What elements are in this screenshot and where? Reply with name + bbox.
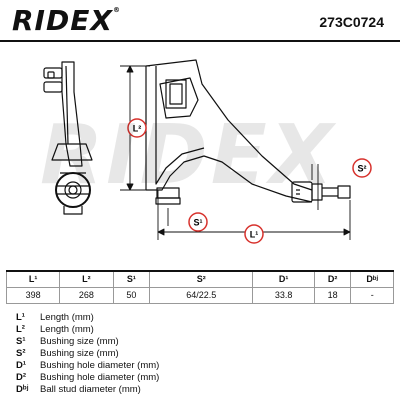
- top-view: [145, 59, 351, 205]
- legend-item: S² Bushing size (mm): [16, 347, 386, 359]
- legend-item: L² Length (mm): [16, 323, 386, 335]
- legend-text: Ball stud diameter (mm): [40, 383, 141, 395]
- header-cell-s1: S¹: [112, 270, 151, 288]
- legend-symbol: Dᵇʲ: [16, 383, 29, 395]
- ball-joint-outline: [55, 172, 91, 208]
- header-cell-d1: D¹: [252, 270, 315, 288]
- legend-symbol: D¹: [16, 359, 27, 371]
- legend-text: Bushing hole diameter (mm): [40, 371, 160, 383]
- side-view: [43, 61, 93, 215]
- value-cell-s2: 64/22.5: [149, 286, 254, 304]
- label-l2-badge: L²: [127, 118, 147, 138]
- legend-symbol: S¹: [16, 335, 26, 347]
- label-s2-badge: S²: [352, 158, 372, 178]
- technical-drawing: L² S¹ L¹ S²: [0, 44, 400, 266]
- header-cell-l1: L¹: [5, 270, 61, 288]
- legend-text: Bushing hole diameter (mm): [40, 359, 160, 371]
- legend-item: D² Bushing hole diameter (mm): [16, 371, 386, 383]
- dimension-legend: L¹ Length (mm) L² Length (mm) S¹ Bushing…: [16, 311, 386, 395]
- legend-text: Bushing size (mm): [40, 335, 119, 347]
- registered-mark: ®: [112, 6, 121, 14]
- legend-item: D¹ Bushing hole diameter (mm): [16, 359, 386, 371]
- header: RIDEX® 273C0724: [0, 0, 400, 42]
- spec-table-header-row: L¹ L² S¹ S² D¹ D² Dᵇʲ: [5, 270, 394, 288]
- brand-logo: RIDEX®: [12, 4, 121, 37]
- label-l1-badge: L¹: [244, 224, 264, 244]
- legend-symbol: S²: [16, 347, 26, 359]
- label-l2: L²: [133, 124, 142, 134]
- value-cell-d2: 18: [313, 286, 352, 304]
- header-cell-l2: L²: [59, 270, 114, 288]
- header-cell-dbj: Dᵇʲ: [350, 270, 394, 288]
- legend-item: L¹ Length (mm): [16, 311, 386, 323]
- brand-logo-text: RIDEX: [12, 4, 113, 37]
- legend-item: Dᵇʲ Ball stud diameter (mm): [16, 383, 386, 395]
- spec-table: L¹ L² S¹ S² D¹ D² Dᵇʲ 398 268 50 64/22.5…: [5, 270, 394, 304]
- value-cell-l2: 268: [59, 286, 114, 304]
- legend-text: Length (mm): [40, 311, 94, 323]
- value-cell-s1: 50: [112, 286, 151, 304]
- value-cell-l1: 398: [5, 286, 61, 304]
- legend-symbol: L¹: [16, 311, 25, 323]
- header-cell-d2: D²: [313, 270, 352, 288]
- part-number: 273C0724: [319, 14, 384, 30]
- control-arm-drawing: L² S¹ L¹ S²: [43, 59, 372, 244]
- dimension-lines: [120, 65, 351, 240]
- label-s2: S²: [358, 164, 367, 174]
- legend-item: S¹ Bushing size (mm): [16, 335, 386, 347]
- label-l1: L¹: [250, 230, 259, 240]
- legend-text: Bushing size (mm): [40, 347, 119, 359]
- legend-symbol: D²: [16, 371, 27, 383]
- header-divider: [0, 40, 400, 42]
- value-cell-dbj: -: [350, 286, 394, 304]
- value-cell-d1: 33.8: [252, 286, 315, 304]
- legend-text: Length (mm): [40, 323, 94, 335]
- label-s1-badge: S¹: [188, 212, 208, 232]
- spec-table-value-row: 398 268 50 64/22.5 33.8 18 -: [5, 286, 394, 304]
- legend-symbol: L²: [16, 323, 25, 335]
- header-cell-s2: S²: [149, 270, 254, 288]
- label-s1: S¹: [194, 218, 203, 228]
